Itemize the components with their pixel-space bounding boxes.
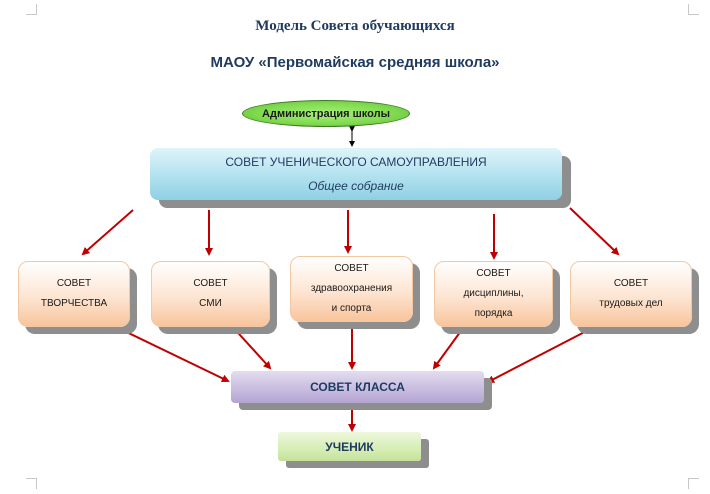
diagram-title: Модель Совета обучающихся (255, 18, 455, 34)
main-council-subtitle: Общее собрание (308, 179, 404, 193)
arrow-council-5-to-class (486, 323, 601, 383)
corner-mark-top-left (26, 4, 37, 15)
council-creativity-line2: ТВОРЧЕСТВА (40, 298, 108, 309)
student-self-government-council-node: СОВЕТ УЧЕНИЧЕСКОГО САМОУПРАВЛЕНИЯ Общее … (150, 148, 562, 200)
council-health-sport-line2: здравоохранения (310, 283, 393, 294)
council-media-line2: СМИ (199, 298, 222, 309)
council-health-sport-line3: и спорта (331, 303, 372, 314)
council-health-sport-line1: СОВЕТ (334, 263, 369, 274)
arrow-council-2-to-class (229, 323, 272, 370)
council-labor-node: СОВЕТ трудовых дел (570, 261, 692, 327)
council-labor-line1: СОВЕТ (613, 278, 649, 289)
council-discipline-line1: СОВЕТ (476, 268, 511, 279)
administration-label: Администрация школы (262, 107, 390, 120)
council-discipline-node: СОВЕТ дисциплины, порядка (434, 261, 553, 327)
administration-node: Администрация школы (242, 100, 410, 127)
council-health-sport-node: СОВЕТ здравоохранения и спорта (290, 256, 413, 322)
main-council-title: СОВЕТ УЧЕНИЧЕСКОГО САМОУПРАВЛЕНИЯ (225, 155, 487, 169)
arrow-to-council-5 (569, 207, 620, 256)
council-creativity-line1: СОВЕТ (56, 278, 92, 289)
student-label: УЧЕНИК (325, 439, 374, 454)
council-media-line1: СОВЕТ (193, 278, 228, 289)
student-node: УЧЕНИК (278, 432, 421, 461)
council-creativity-node: СОВЕТ ТВОРЧЕСТВА (18, 261, 130, 327)
corner-mark-bottom-right (688, 478, 699, 489)
corner-mark-top-right (688, 4, 699, 15)
council-discipline-line3: порядка (474, 308, 513, 319)
council-labor-line2: трудовых дел (599, 298, 663, 309)
arrow-to-council-1 (81, 209, 134, 256)
class-council-label: СОВЕТ КЛАССА (310, 380, 405, 394)
council-media-node: СОВЕТ СМИ (151, 261, 270, 327)
corner-mark-bottom-left (26, 478, 37, 489)
class-council-node: СОВЕТ КЛАССА (231, 371, 484, 403)
council-discipline-line2: дисциплины, (463, 288, 524, 299)
diagram-subtitle: МАОУ «Первомайская средняя школа» (210, 54, 500, 71)
arrow-council-4-to-class (432, 323, 467, 370)
arrow-council-1-to-class (109, 323, 230, 382)
